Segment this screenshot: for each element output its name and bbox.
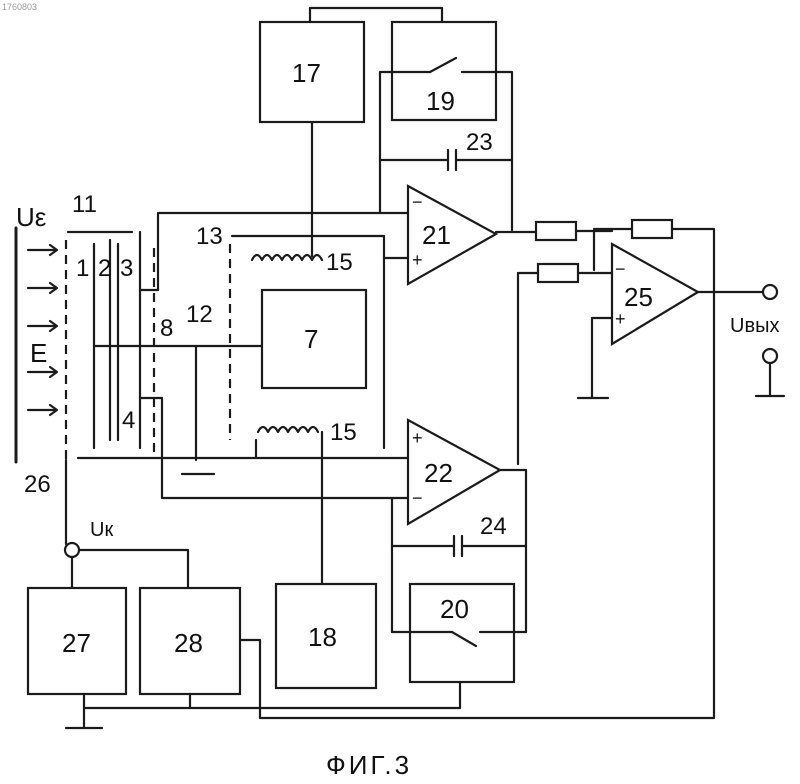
opamp-22-minus: − <box>412 488 423 508</box>
opamp-21-label: 21 <box>422 220 451 250</box>
resistor-r1 <box>536 222 576 240</box>
field-e-label: E <box>30 338 47 368</box>
ref-15-top: 15 <box>326 249 353 276</box>
terminal-uout-label: Uвых <box>730 315 779 337</box>
ref-13: 13 <box>196 223 223 250</box>
ref-8: 8 <box>160 315 173 342</box>
block-27-label: 27 <box>62 628 91 658</box>
block-28-label: 28 <box>174 628 203 658</box>
block-18-label: 18 <box>308 622 337 652</box>
opamp-25-minus: − <box>615 259 626 279</box>
opamp-22-plus: + <box>412 428 423 448</box>
terminal-out-top <box>763 285 777 299</box>
block-19-label: 19 <box>426 86 455 116</box>
wire-uk-28 <box>79 550 188 588</box>
opamp-21-plus: + <box>412 250 423 270</box>
block-20-label: 20 <box>440 594 469 624</box>
ref-11: 11 <box>72 191 97 218</box>
resistor-feedback <box>632 220 672 238</box>
field-arrows <box>28 245 57 415</box>
opamp-21-minus: − <box>412 192 423 212</box>
figure-caption: ФИГ.3 <box>326 750 412 780</box>
opamp-25-label: 25 <box>624 282 653 312</box>
ref-12: 12 <box>186 301 213 328</box>
terminal-ue-label: Uε <box>16 202 47 232</box>
electrode-stack: Uε E 11 1 2 3 4 26 <box>16 191 154 498</box>
ref-1: 1 <box>76 255 89 282</box>
wire-17-19 <box>310 8 442 22</box>
opamp-25-plus: + <box>615 309 626 329</box>
wire-25-ground <box>592 318 612 398</box>
ref-26: 26 <box>24 471 51 498</box>
block-7-label: 7 <box>304 324 318 354</box>
ref-15-bottom: 15 <box>330 419 357 446</box>
ref-4: 4 <box>122 407 135 434</box>
ref-2: 2 <box>98 255 111 282</box>
terminal-uk-label: Uк <box>90 519 113 541</box>
ref-3: 3 <box>120 255 133 282</box>
resistor-r2 <box>538 264 578 282</box>
opamp-22-label: 22 <box>424 458 453 488</box>
document-number: 1760803 <box>2 2 37 12</box>
ref-24: 24 <box>480 513 507 540</box>
ref-23: 23 <box>466 129 493 156</box>
block-17-label: 17 <box>292 58 321 88</box>
terminal-uk <box>65 543 79 557</box>
terminal-out-bottom <box>763 349 777 363</box>
